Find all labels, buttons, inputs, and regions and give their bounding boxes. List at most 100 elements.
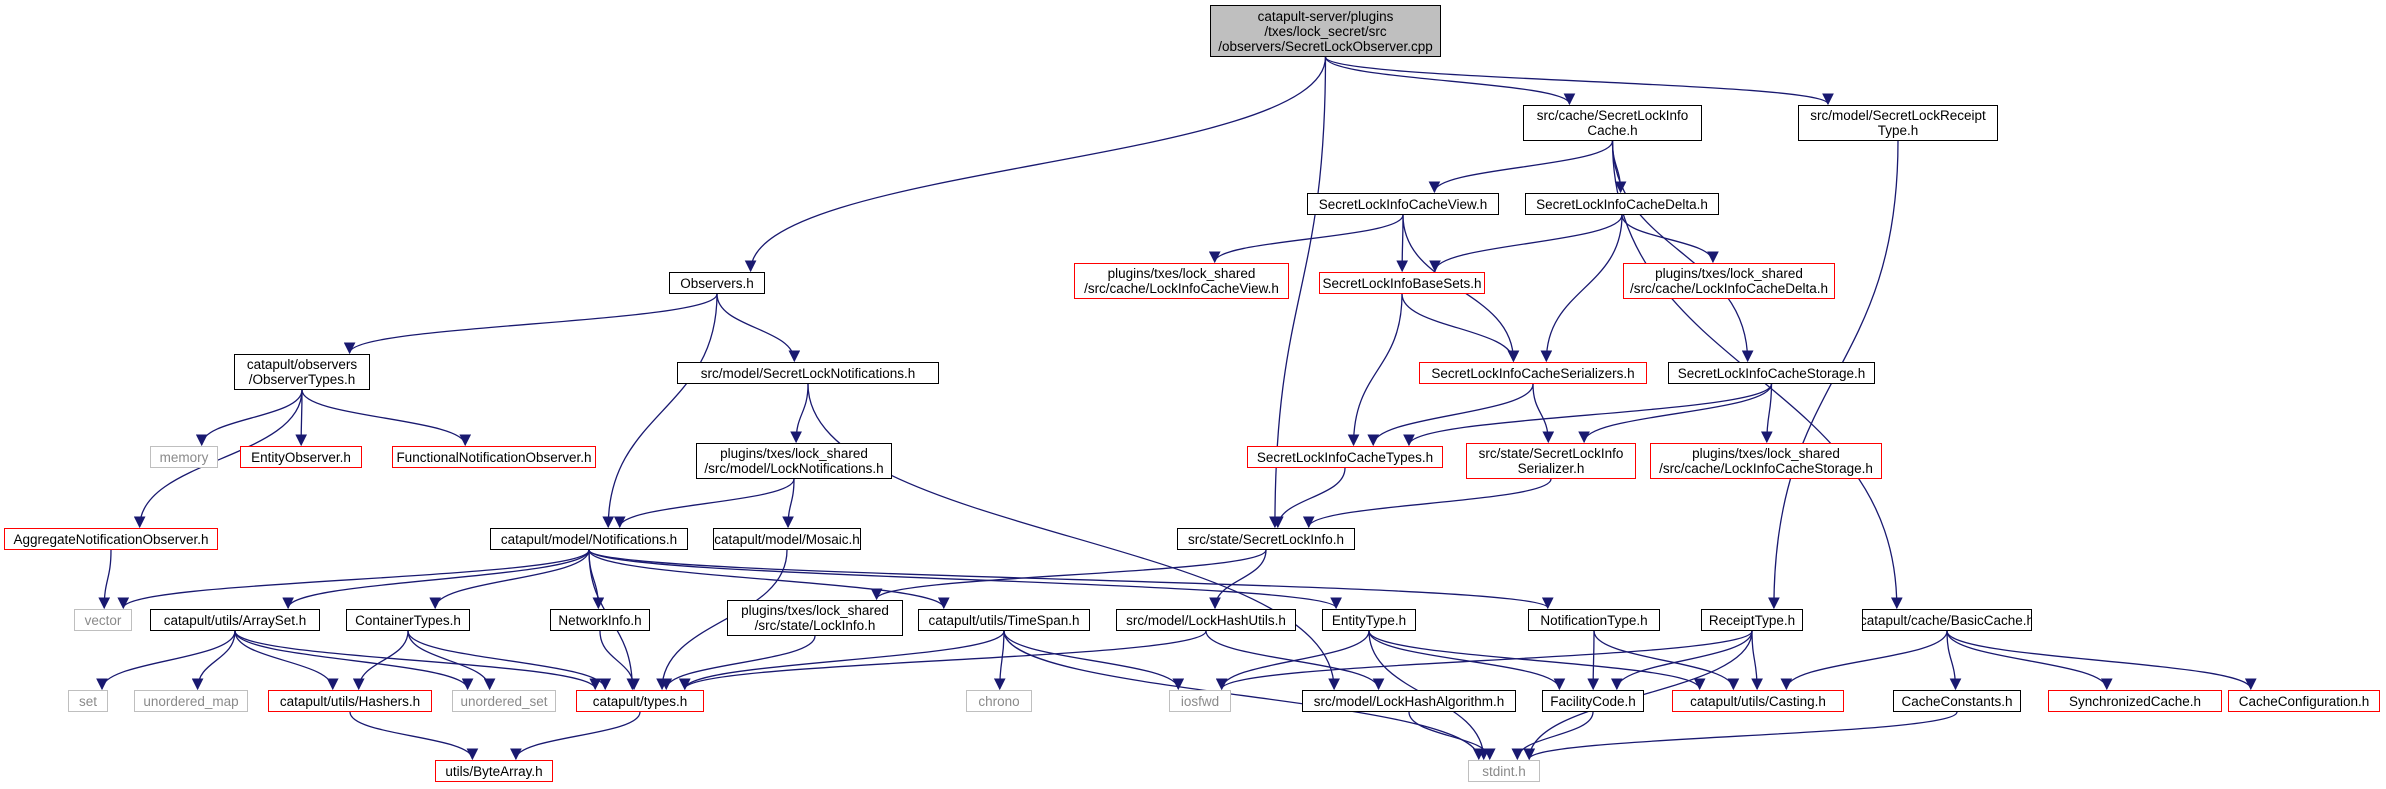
- node-arrayset[interactable]: catapult/utils/ArraySet.h: [150, 609, 320, 631]
- edge-aggregate-to-vector: [98, 549, 112, 610]
- node-facilitycode[interactable]: FacilityCode.h: [1542, 690, 1644, 712]
- node-observers[interactable]: Observers.h: [669, 272, 765, 294]
- node-lockhashutils[interactable]: src/model/LockHashUtils.h: [1116, 609, 1296, 631]
- node-cacheconfig[interactable]: CacheConfiguration.h: [2228, 690, 2380, 712]
- node-infocache[interactable]: src/cache/SecretLockInfo Cache.h: [1523, 105, 1702, 141]
- node-receipttype_m[interactable]: src/model/SecretLockReceipt Type.h: [1798, 105, 1998, 141]
- edge-hashers-to-bytearray: [349, 711, 479, 761]
- node-hashers[interactable]: catapult/utils/Hashers.h: [268, 690, 432, 712]
- edge-containertypes-to-unordered_set: [407, 630, 496, 691]
- node-observertypes[interactable]: catapult/observers /ObserverTypes.h: [234, 354, 370, 390]
- node-types[interactable]: catapult/types.h: [576, 690, 704, 712]
- node-stdint[interactable]: stdint.h: [1468, 760, 1540, 782]
- node-notiftype[interactable]: NotificationType.h: [1528, 609, 1660, 631]
- edge-mosaic-to-types: [656, 549, 788, 691]
- node-locknotifshared[interactable]: plugins/txes/lock_shared /src/model/Lock…: [696, 443, 892, 479]
- edge-notifications-to-networkinfo: [588, 549, 605, 610]
- node-bytearray[interactable]: utils/ByteArray.h: [435, 760, 553, 782]
- edge-notiftype-to-facilitycode: [1587, 630, 1600, 691]
- edge-basiccache-to-cacheconstants: [1946, 630, 1962, 691]
- node-entitytype[interactable]: EntityType.h: [1322, 609, 1416, 631]
- node-lockinfodelta[interactable]: plugins/txes/lock_shared /src/cache/Lock…: [1623, 263, 1835, 299]
- edge-cachetypes-to-secretlockinfo: [1272, 467, 1346, 529]
- node-unordered_set[interactable]: unordered_set: [452, 690, 556, 712]
- edge-cachedelta-to-basesets: [1429, 214, 1623, 273]
- edge-basiccache-to-cacheconfig: [1946, 630, 2257, 691]
- edge-cacheconstants-to-stdint: [1523, 711, 1958, 761]
- node-secretlockinfo[interactable]: src/state/SecretLockInfo.h: [1177, 528, 1355, 550]
- edge-basiccache-to-syncache: [1946, 630, 2113, 691]
- node-unordered_map[interactable]: unordered_map: [134, 690, 248, 712]
- edge-basiccache-to-casting: [1780, 630, 1948, 691]
- node-containertypes[interactable]: ContainerTypes.h: [346, 609, 470, 631]
- edge-observertypes-to-memory: [195, 389, 303, 447]
- node-cacheview[interactable]: SecretLockInfoCacheView.h: [1307, 193, 1499, 215]
- node-iosfwd[interactable]: iosfwd: [1169, 690, 1231, 712]
- node-cacheconstants[interactable]: CacheConstants.h: [1893, 690, 2021, 712]
- node-storage[interactable]: SecretLockInfoCacheStorage.h: [1668, 362, 1875, 384]
- node-funcnotif[interactable]: FunctionalNotificationObserver.h: [392, 446, 596, 468]
- edge-containertypes-to-types: [407, 630, 611, 691]
- node-set[interactable]: set: [68, 690, 108, 712]
- node-aggregate[interactable]: AggregateNotificationObserver.h: [4, 528, 218, 550]
- node-vector[interactable]: vector: [74, 609, 132, 631]
- node-notifications[interactable]: catapult/model/Notifications.h: [490, 528, 688, 550]
- node-networkinfo[interactable]: NetworkInfo.h: [550, 609, 650, 631]
- edge-lockhashutils-to-lockhashalgo: [1205, 630, 1385, 691]
- edge-types-to-bytearray: [510, 711, 641, 761]
- node-mosaic[interactable]: catapult/model/Mosaic.h: [713, 528, 861, 550]
- node-serializers[interactable]: SecretLockInfoCacheSerializers.h: [1419, 362, 1647, 384]
- edge-root-to-infocache: [1324, 56, 1576, 106]
- node-lockhashalgo[interactable]: src/model/LockHashAlgorithm.h: [1302, 690, 1516, 712]
- edge-cachedelta-to-serializers: [1540, 214, 1623, 363]
- edge-storage-to-cachetypes: [1403, 383, 1773, 447]
- edge-root-to-observers: [744, 56, 1327, 273]
- node-chrono[interactable]: chrono: [966, 690, 1032, 712]
- node-casting[interactable]: catapult/utils/Casting.h: [1672, 690, 1844, 712]
- edge-serializers-to-cachetypes: [1367, 383, 1534, 447]
- node-locknotif[interactable]: src/model/SecretLockNotifications.h: [677, 362, 939, 384]
- node-infoserializer[interactable]: src/state/SecretLockInfo Serializer.h: [1466, 443, 1636, 479]
- edge-serializers-to-infoserializer: [1532, 383, 1555, 444]
- node-lockinfostorage[interactable]: plugins/txes/lock_shared /src/cache/Lock…: [1650, 443, 1882, 479]
- edge-observers-to-notifications: [602, 293, 718, 529]
- edge-lockhashalgo-to-stdint: [1408, 711, 1496, 761]
- edge-lockinfo-to-types: [660, 635, 816, 691]
- edge-observers-to-locknotif: [716, 293, 801, 363]
- node-syncache[interactable]: SynchronizedCache.h: [2048, 690, 2222, 712]
- edge-arrayset-to-hashers: [234, 630, 339, 691]
- edge-timespan-to-types: [679, 630, 1005, 691]
- edge-timespan-to-stdint: [1003, 630, 1485, 761]
- node-lockinfo[interactable]: plugins/txes/lock_shared /src/state/Lock…: [727, 600, 903, 636]
- edge-locknotifshared-to-notifications: [613, 478, 795, 529]
- edge-secretlockinfo-to-lockinfo: [870, 549, 1267, 601]
- node-root[interactable]: catapult-server/plugins /txes/lock_secre…: [1210, 5, 1441, 57]
- node-cachedelta[interactable]: SecretLockInfoCacheDelta.h: [1525, 193, 1719, 215]
- node-receipttype[interactable]: ReceiptType.h: [1701, 609, 1803, 631]
- edge-arrayset-to-set: [96, 630, 236, 691]
- edge-locknotif-to-lockhashalgo: [807, 383, 1340, 691]
- edge-root-to-secretlockinfo: [1269, 56, 1327, 529]
- edge-infocache-to-cacheview: [1428, 140, 1614, 194]
- edge-arrayset-to-unordered_map: [191, 630, 236, 691]
- node-memory[interactable]: memory: [150, 446, 218, 468]
- node-basiccache[interactable]: catapult/cache/BasicCache.h: [1862, 609, 2032, 631]
- edge-basesets-to-serializers: [1401, 293, 1520, 363]
- edge-receipttype-to-facilitycode: [1611, 630, 1753, 691]
- edge-observers-to-observertypes: [343, 293, 718, 355]
- edge-locknotif-to-locknotifshared: [790, 383, 809, 444]
- node-cachetypes[interactable]: SecretLockInfoCacheTypes.h: [1247, 446, 1443, 468]
- edge-notifications-to-containertypes: [429, 549, 590, 610]
- node-lockinfoview[interactable]: plugins/txes/lock_shared /src/cache/Lock…: [1074, 263, 1289, 299]
- edge-storage-to-infoserializer: [1578, 383, 1773, 444]
- edge-entitytype-to-iosfwd: [1215, 630, 1370, 691]
- node-timespan[interactable]: catapult/utils/TimeSpan.h: [918, 609, 1090, 631]
- edge-observertypes-to-aggregate: [133, 389, 303, 529]
- edge-infocache-to-storage: [1611, 140, 1754, 363]
- edge-cacheview-to-lockinfoview: [1208, 214, 1404, 264]
- node-basesets[interactable]: SecretLockInfoBaseSets.h: [1319, 272, 1485, 294]
- node-entityobserver[interactable]: EntityObserver.h: [240, 446, 362, 468]
- edge-observertypes-to-funcnotif: [301, 389, 471, 447]
